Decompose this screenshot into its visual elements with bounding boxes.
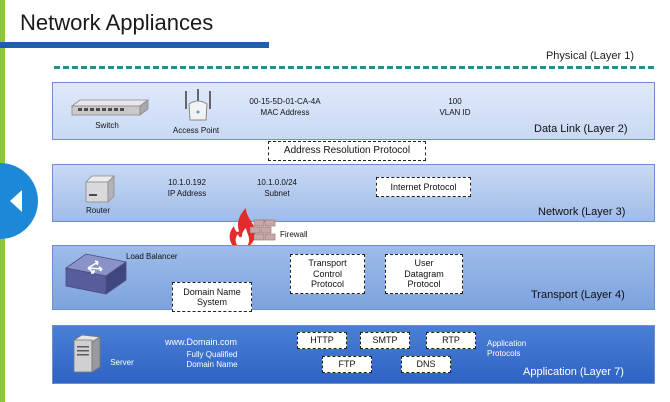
vlan-id-value: 100 xyxy=(448,97,462,106)
tcp-line: Protocol xyxy=(310,279,345,290)
server-label: Server xyxy=(110,358,134,367)
network-layer-band xyxy=(52,164,655,222)
fqdn-label-line: Domain Name xyxy=(186,360,238,369)
access-point-label: Access Point xyxy=(172,126,220,135)
load-balancer-label: Load Balancer xyxy=(126,252,178,261)
router-icon xyxy=(85,175,115,203)
page-title: Network Appliances xyxy=(20,10,214,35)
application-protocols-label: Application Protocols xyxy=(487,339,526,358)
protocol-ftp: FTP xyxy=(322,356,372,373)
udp-box: User Datagram Protocol xyxy=(385,254,463,294)
udp-line: User xyxy=(414,258,434,269)
application-layer-band xyxy=(52,325,655,384)
physical-layer-label: Physical (Layer 1) xyxy=(545,50,634,62)
application-layer-label: Application (Layer 7) xyxy=(523,366,624,378)
title-underline xyxy=(0,42,269,48)
access-point-icon xyxy=(185,89,211,121)
dns-name-line: System xyxy=(196,297,227,307)
server-icon xyxy=(72,334,102,373)
protocol-rtp: RTP xyxy=(426,332,476,349)
tcp-box: Transport Control Protocol xyxy=(290,254,365,294)
back-arrow-icon[interactable] xyxy=(10,190,22,212)
tcp-line: Control xyxy=(312,268,342,279)
domain-value: www.Domain.com xyxy=(165,337,238,347)
application-protocols-line: Protocols xyxy=(487,348,521,358)
transport-layer-label: Transport (Layer 4) xyxy=(531,289,625,301)
dns-name-line: Domain Name xyxy=(183,286,241,297)
firewall-icon xyxy=(229,208,276,250)
protocol-dns: DNS xyxy=(401,356,451,373)
physical-layer-line xyxy=(54,66,654,69)
mac-address-label: MAC Address xyxy=(260,108,310,117)
ip-address-value: 10.1.0.192 xyxy=(168,178,206,187)
fqdn-label-line: Fully Qualified xyxy=(186,350,238,359)
ip-address-label: IP Address xyxy=(167,189,207,198)
arp-box: Address Resolution Protocol xyxy=(268,141,426,161)
switch-icon xyxy=(70,99,150,116)
protocol-smtp: SMTP xyxy=(360,332,410,349)
mac-address-value: 00-15-5D-01-CA-4A xyxy=(249,97,321,106)
network-layer-label: Network (Layer 3) xyxy=(538,206,626,218)
udp-line: Datagram xyxy=(404,268,444,279)
firewall-label: Firewall xyxy=(280,230,308,239)
data-link-layer-label: Data Link (Layer 2) xyxy=(534,123,628,135)
subnet-value: 10.1.0.0/24 xyxy=(256,178,298,187)
subnet-label: Subnet xyxy=(264,189,290,198)
data-link-layer-band xyxy=(52,82,655,140)
udp-line: Protocol xyxy=(407,279,441,290)
protocol-http: HTTP xyxy=(297,332,347,349)
internet-protocol-box: Internet Protocol xyxy=(376,177,471,197)
application-protocols-line: Application xyxy=(487,339,527,348)
vlan-id-label: VLAN ID xyxy=(439,108,471,117)
load-balancer-icon xyxy=(65,253,127,295)
tcp-line: Transport xyxy=(308,258,347,269)
dns-name-box: Domain Name System xyxy=(172,282,252,312)
switch-label: Switch xyxy=(95,121,119,130)
router-label: Router xyxy=(85,206,110,215)
